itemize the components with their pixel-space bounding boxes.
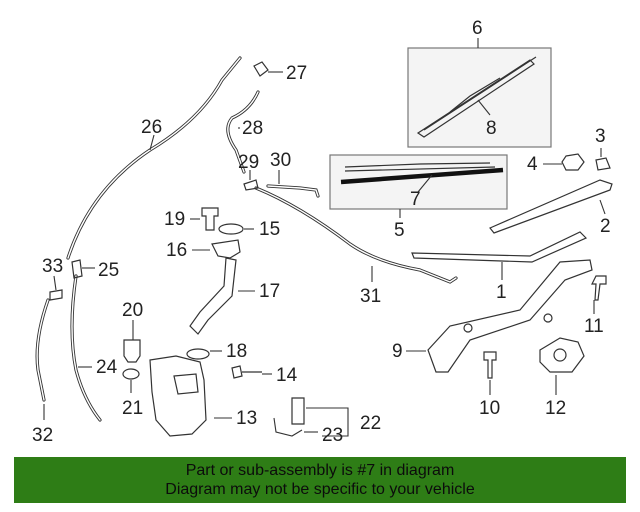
leader-8 [477,99,491,116]
wiper-blade-insert-highlight [340,167,504,185]
callout-2: 2 [600,216,611,237]
wiper-blade-inset [407,47,552,148]
wiper-arm-2 [489,179,613,234]
sensor-wire [273,417,303,437]
callout-20: 20 [122,300,143,321]
leader-7 [417,174,433,193]
callout-14: 14 [276,365,298,386]
callout-9: 9 [392,341,403,362]
callout-15: 15 [259,219,280,240]
callout-21: 21 [122,398,143,419]
washer-pump-20 [123,339,141,363]
connector-29 [243,179,259,191]
linkage-pivot [543,313,553,323]
filler-neck-16 [211,239,241,259]
callout-23: 23 [322,425,343,446]
callout-5: 5 [394,220,405,241]
callout-8: 8 [486,118,497,139]
callout-28: 28 [242,118,263,139]
reservoir-detail [173,373,199,395]
callout-32: 32 [32,425,53,446]
cap-3 [595,157,611,171]
callout-18: 18 [226,341,247,362]
callout-22: 22 [360,413,381,434]
washer-hose-32 [35,298,50,402]
grommet-21 [122,368,140,380]
motor-shaft [553,348,567,362]
wiper-rubber-inset [329,154,508,210]
o-ring-15 [218,223,244,235]
callout-27: 27 [286,63,307,84]
connector-33 [49,289,63,301]
callout-17: 17 [259,281,280,302]
callout-7: 7 [410,189,421,210]
filler-pipe-17 [189,257,237,335]
wiper-arm-1 [411,231,588,263]
leader-33 [53,275,57,291]
callout-10: 10 [479,398,500,419]
part-info-banner: Part or sub-assembly is #7 in diagram Di… [14,457,626,503]
level-sensor-22 [291,397,305,425]
callout-11: 11 [584,316,604,337]
callout-31: 31 [360,286,381,307]
wiper-linkage-9 [427,259,593,373]
callout-3: 3 [595,126,606,147]
callout-25: 25 [98,260,119,281]
callout-26: 26 [141,117,162,138]
callout-29: 29 [238,152,259,173]
leader-26 [149,134,155,151]
callout-6: 6 [472,18,483,39]
leader-2 [599,199,606,215]
callout-30: 30 [270,150,291,171]
bolt-19 [201,207,219,231]
leader-22 [306,407,349,437]
linkage-pivot [463,323,473,333]
bolt-10 [483,351,497,379]
connector-25 [71,259,83,279]
callout-24: 24 [96,357,118,378]
parts-diagram: 1 2 3 4 5 6 7 8 9 10 11 12 13 14 15 16 1… [32,18,613,446]
callout-33: 33 [42,256,63,277]
callout-12: 12 [545,398,566,419]
callout-19: 19 [164,209,185,230]
callout-4: 4 [527,154,538,175]
callout-1: 1 [496,282,507,303]
banner-line-1: Part or sub-assembly is #7 in diagram [185,462,455,479]
nut-4 [561,153,585,171]
bolt-14 [231,365,262,379]
wiper-motor-12 [539,337,585,373]
callout-16: 16 [166,240,187,261]
callout-13: 13 [236,408,257,429]
banner-line-2: Diagram may not be specific to your vehi… [165,481,475,498]
bolt-11 [591,275,607,301]
washer-reservoir-13 [149,355,207,437]
connector-27 [253,61,269,77]
seal-18 [186,348,210,360]
